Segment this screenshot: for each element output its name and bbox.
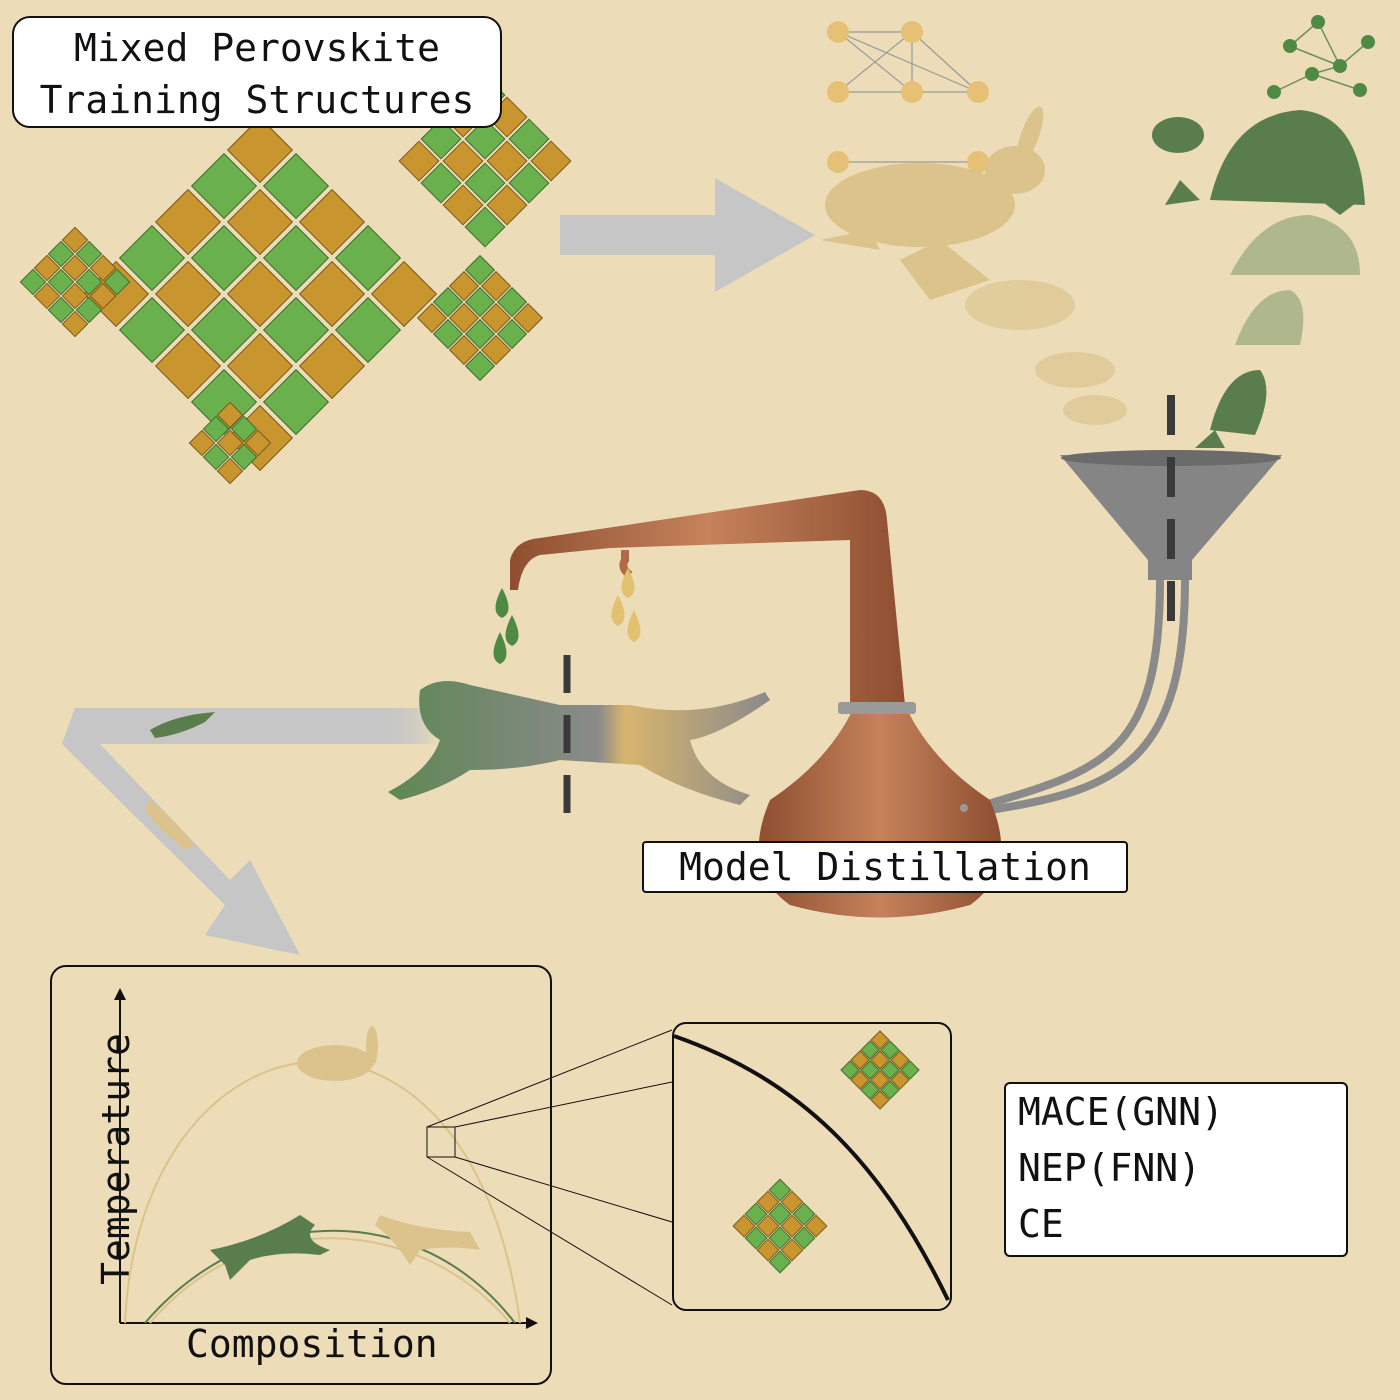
legend-item-ce: CE	[1018, 1202, 1064, 1246]
cheetah-icon	[210, 1215, 330, 1280]
funnel	[973, 395, 1282, 814]
legend-item-mace: MACE(GNN)	[1018, 1090, 1224, 1134]
phase-diagram	[114, 988, 673, 1329]
model-distillation-label: Model Distillation	[642, 841, 1128, 893]
mace-curve	[144, 1229, 516, 1324]
perovskite-crystal	[840, 1030, 920, 1110]
gold-drops	[611, 568, 641, 642]
perovskite-structures	[19, 74, 572, 485]
turtle-trail	[1230, 215, 1360, 345]
phase-diagram-box: Temperature Composition	[50, 965, 552, 1385]
zoom-inset-box	[672, 1022, 952, 1311]
rabbit-trail	[965, 280, 1127, 425]
cheetah-icon	[375, 1215, 480, 1265]
perovskite-crystal	[82, 116, 438, 472]
title-line-1: Mixed Perovskite	[73, 26, 441, 70]
legend: MACE(GNN) NEP(FNN) CE	[1004, 1082, 1348, 1257]
perovskite-crystal	[188, 401, 272, 485]
rabbit-icon	[297, 1026, 378, 1081]
rabbit-icon	[820, 106, 1045, 300]
neural-network-icon	[827, 21, 989, 173]
title-box: Mixed Perovskite Training Structures	[12, 16, 502, 128]
perovskite-crystal	[732, 1178, 828, 1274]
cheetah-icon	[388, 681, 770, 805]
turtle-icon	[1152, 110, 1365, 215]
y-axis-label: Temperature	[93, 1033, 138, 1285]
zoom-inset	[673, 1030, 950, 1301]
graph-network-icon	[1267, 15, 1375, 99]
green-drops	[493, 588, 519, 664]
title-line-2: Training Structures	[39, 78, 475, 122]
legend-item-nep: NEP(FNN)	[1018, 1146, 1202, 1190]
simulation-arrow	[62, 708, 440, 955]
perovskite-crystal	[416, 254, 544, 382]
x-axis-label: Composition	[186, 1322, 438, 1366]
perovskite-crystal	[19, 226, 131, 338]
small-turtle-icon	[1195, 370, 1267, 448]
training-arrow	[560, 178, 815, 292]
